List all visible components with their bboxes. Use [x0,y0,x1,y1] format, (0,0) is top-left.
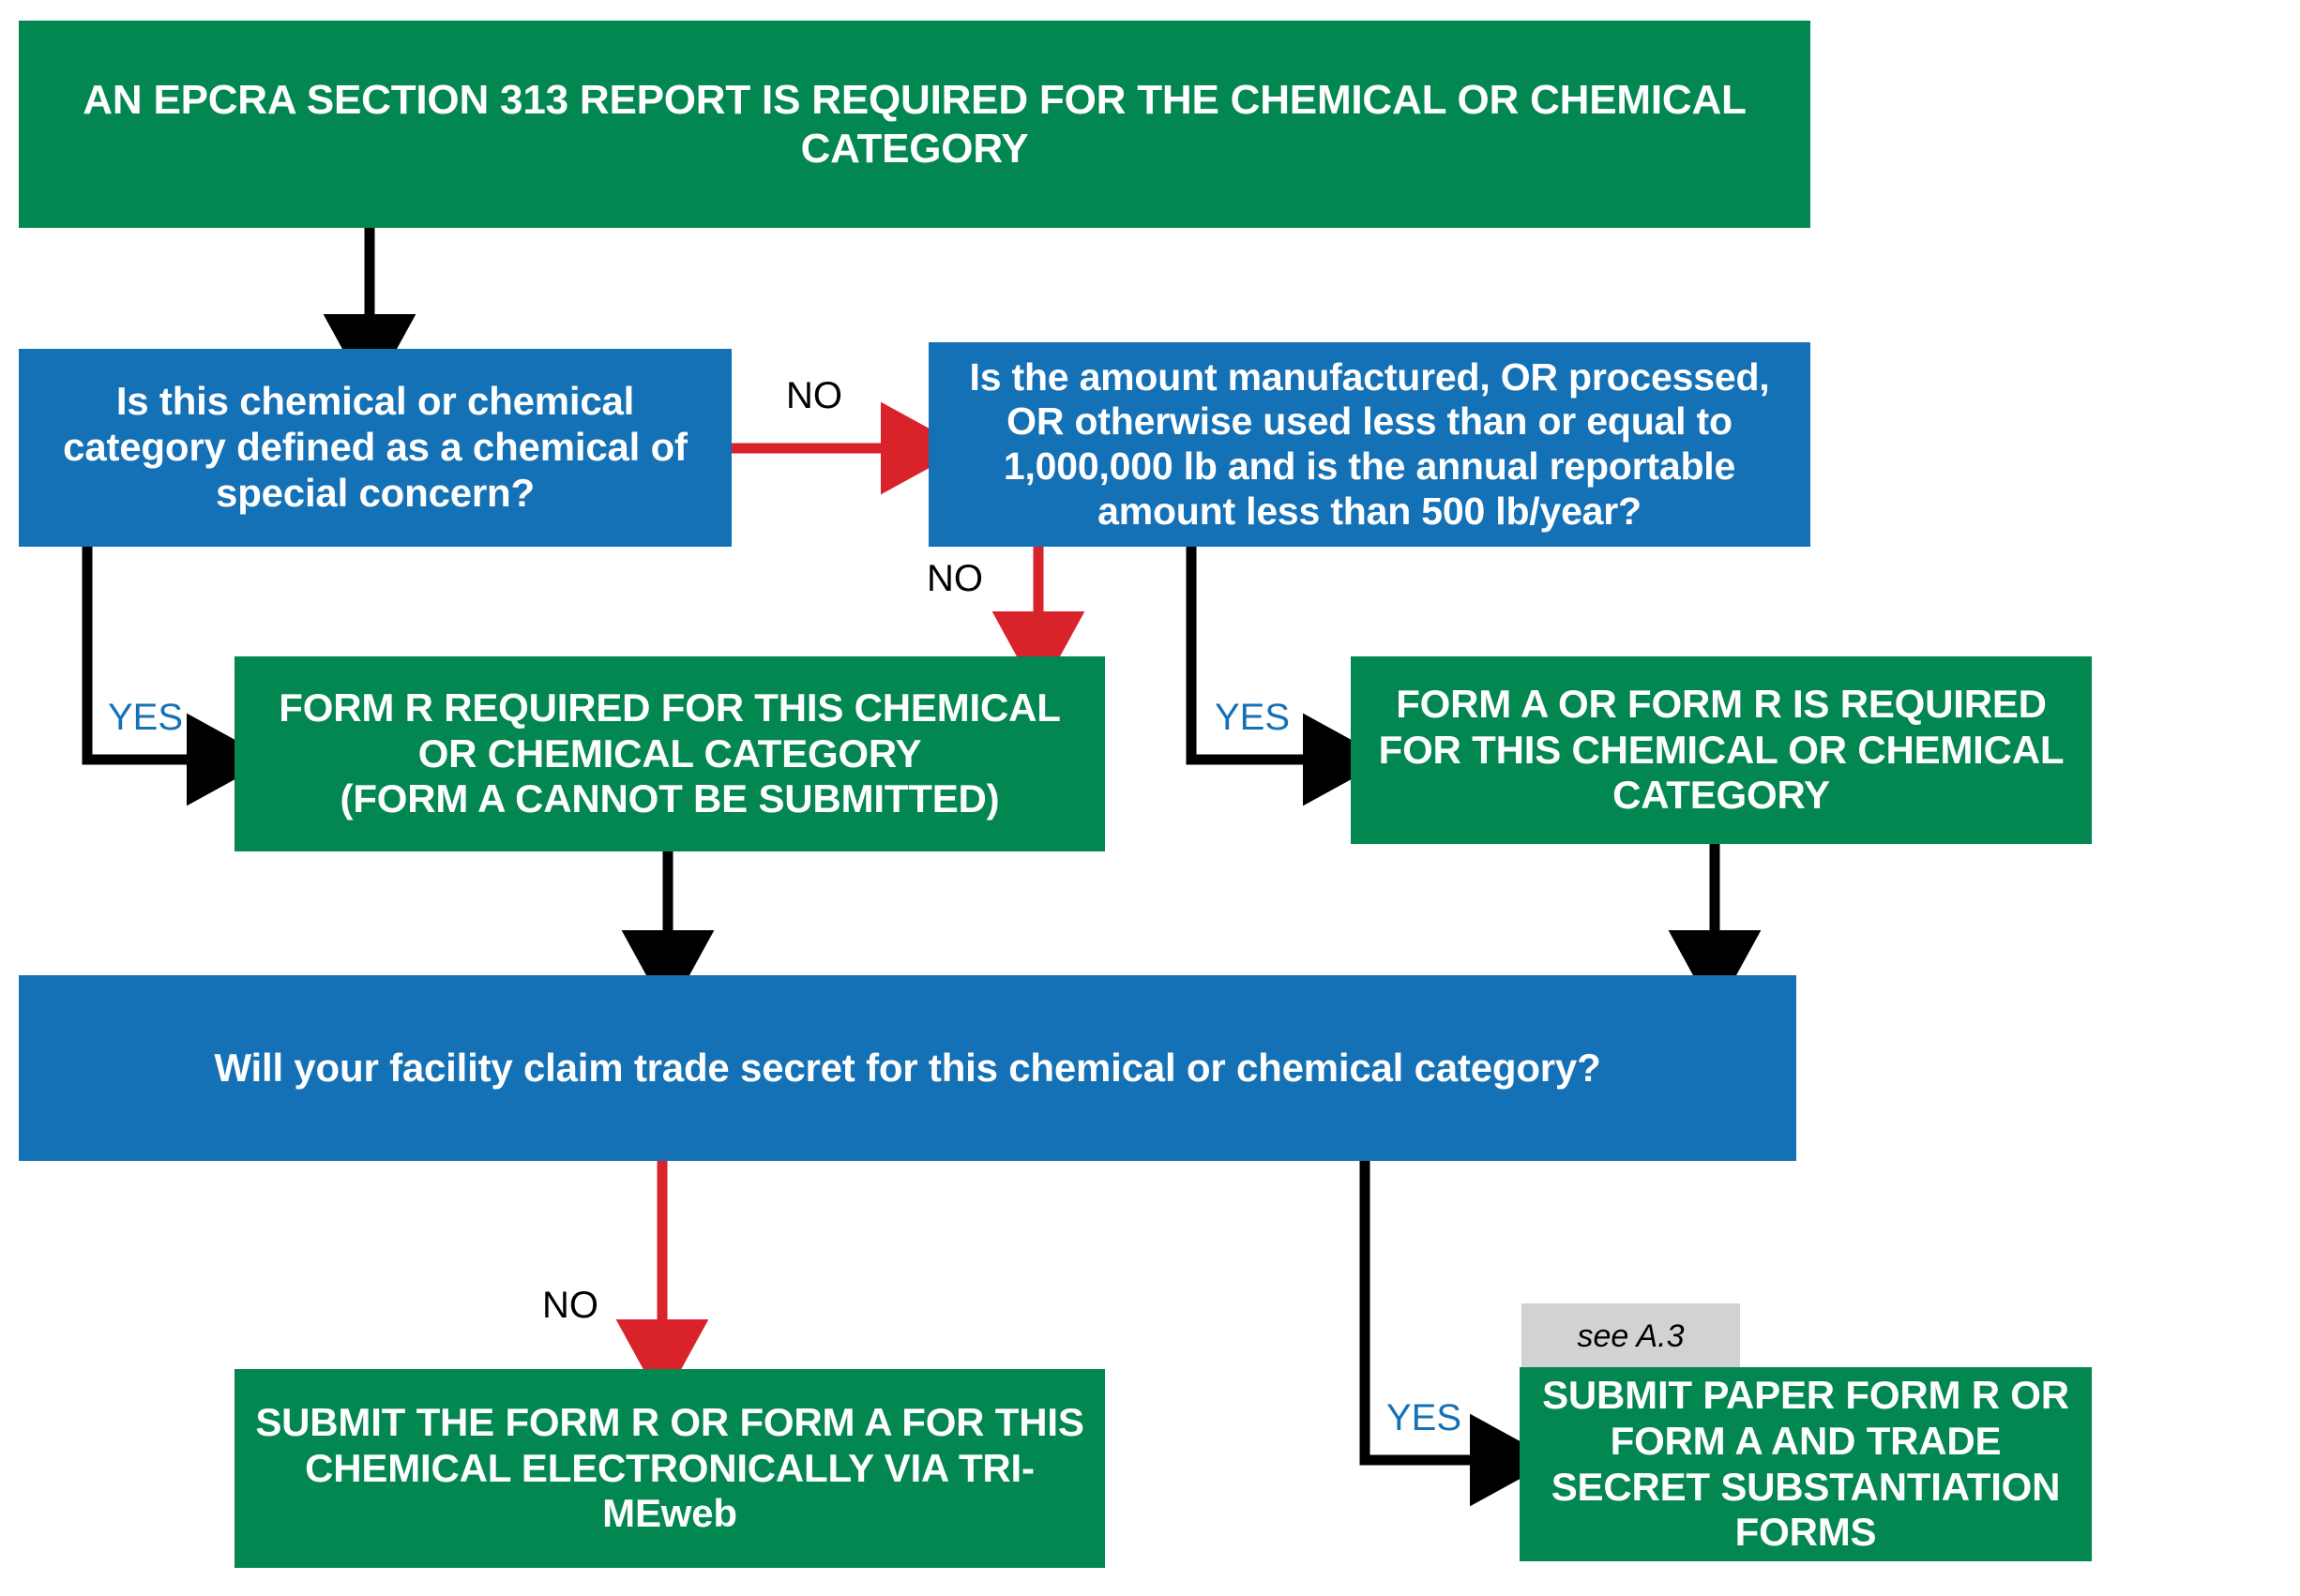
edge-label-text: NO [786,375,842,416]
node-form-r-required: FORM R REQUIRED FOR THIS CHEMICAL OR CHE… [235,656,1105,851]
edge-label-yes-amount-threshold: YES [1215,699,1290,736]
node-start: AN EPCRA SECTION 313 REPORT IS REQUIRED … [19,21,1810,228]
node-trade-secret: Will your facility claim trade secret fo… [19,975,1796,1161]
node-start-label: AN EPCRA SECTION 313 REPORT IS REQUIRED … [83,77,1747,172]
node-special-concern-label: Is this chemical or chemical category de… [63,379,688,515]
edge-label-text: YES [1386,1397,1462,1438]
node-submit-electronically-label: SUBMIT THE FORM R OR FORM A FOR THIS CHE… [255,1399,1084,1536]
edge-label-yes-special-concern: YES [108,699,183,736]
edge-label-yes-trade-secret: YES [1386,1399,1461,1437]
note-see-a3: see A.3 [1521,1303,1740,1369]
node-form-a-or-r: FORM A OR FORM R IS REQUIRED FOR THIS CH… [1351,656,2092,844]
node-submit-paper: SUBMIT PAPER FORM R OR FORM A AND TRADE … [1520,1367,2092,1561]
edge-label-text: NO [542,1285,598,1326]
node-form-a-or-r-label: FORM A OR FORM R IS REQUIRED FOR THIS CH… [1378,681,2065,818]
edge-label-text: YES [1215,697,1291,738]
edge-label-no-trade-secret: NO [542,1287,598,1324]
note-see-a3-label: see A.3 [1577,1317,1685,1354]
edge-label-text: NO [927,558,983,599]
node-submit-paper-label: SUBMIT PAPER FORM R OR FORM A AND TRADE … [1542,1373,2069,1555]
edge-label-text: YES [108,697,184,738]
node-special-concern: Is this chemical or chemical category de… [19,349,732,547]
node-form-r-required-label: FORM R REQUIRED FOR THIS CHEMICAL OR CHE… [279,685,1061,821]
node-amount-threshold: Is the amount manufactured, OR processed… [929,342,1810,547]
node-trade-secret-label: Will your facility claim trade secret fo… [214,1045,1601,1090]
node-amount-threshold-label: Is the amount manufactured, OR processed… [969,354,1770,533]
node-submit-electronically: SUBMIT THE FORM R OR FORM A FOR THIS CHE… [235,1369,1105,1568]
edge-label-no-amount-threshold: NO [927,560,983,597]
edge-label-no-special-concern: NO [786,377,842,414]
